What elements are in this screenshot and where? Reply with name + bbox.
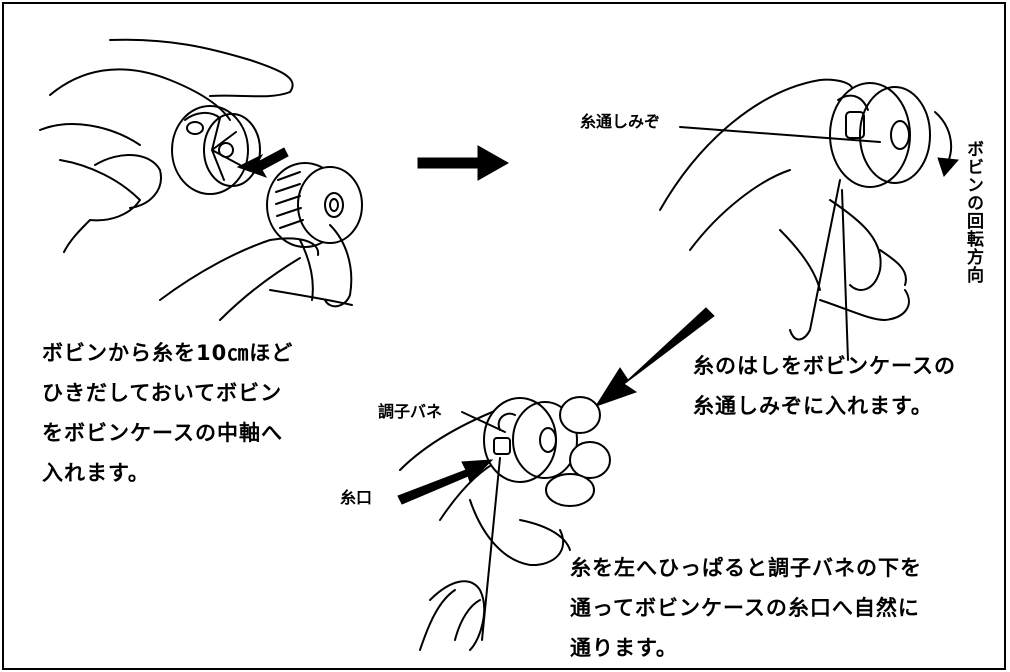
insert-arrow — [236, 147, 289, 178]
step3-caption: 糸を左へひっぱると調子バネの下を 通ってボビンケースの糸口へ自然に 通ります。 — [570, 556, 922, 660]
groove-leader — [679, 126, 881, 143]
step2-caption: 糸のはしをボビンケースの 糸通しみぞに入れます。 — [693, 354, 956, 418]
rotation-direction-label: ボビンの回転方向 — [963, 140, 983, 284]
down-left-arrow — [594, 307, 715, 407]
step1-caption: ボビンから糸を10㎝ほど ひきだしておいてボビン をボビンケースの中軸へ 入れま… — [42, 341, 294, 485]
tension-spring-label: 調子バネ — [378, 402, 443, 421]
step3-illustration — [397, 396, 611, 651]
thread-hole-arrow — [397, 459, 494, 505]
spring-leader — [461, 411, 506, 433]
thread-groove-label: 糸通しみぞ — [580, 112, 661, 131]
bobbin-case-body — [171, 105, 249, 195]
step2-illustration — [659, 78, 960, 361]
rotation-arrow — [934, 111, 953, 163]
thread-hole-label: 糸口 — [340, 488, 373, 507]
step1-illustration — [39, 38, 363, 321]
next-arrow — [417, 145, 510, 181]
